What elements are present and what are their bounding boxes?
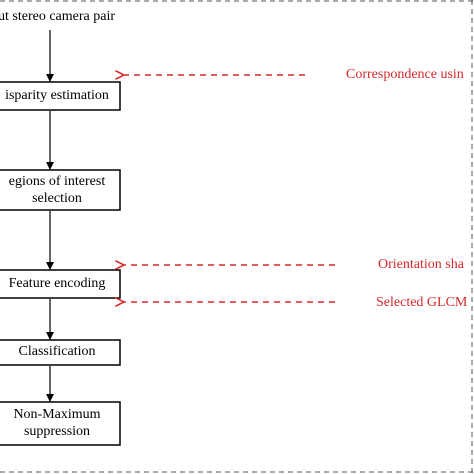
step-label-feature-encoding: Feature encoding bbox=[8, 276, 106, 291]
step-label-roi-line1: egions of interest bbox=[8, 174, 106, 189]
input-label: ut stereo camera pair bbox=[0, 9, 115, 24]
step-label-disparity: isparity estimation bbox=[5, 88, 109, 103]
annotation-orientation: Orientation sha bbox=[378, 257, 464, 272]
step-label-nms-line2: suppression bbox=[23, 424, 91, 439]
step-label-classification: Classification bbox=[18, 344, 96, 359]
step-label-roi-line2: selection bbox=[32, 191, 82, 206]
step-box-feature bbox=[0, 269, 121, 299]
step-box-disparity bbox=[0, 81, 121, 111]
step-box-nms bbox=[0, 401, 121, 446]
annotation-glcm: Selected GLCM bbox=[376, 295, 468, 310]
step-box-classification bbox=[0, 339, 121, 366]
step-label-nms-line1: Non-Maximum bbox=[13, 407, 101, 422]
step-box-roi bbox=[0, 169, 121, 211]
annotation-correspondence: Correspondence usin bbox=[346, 67, 464, 82]
